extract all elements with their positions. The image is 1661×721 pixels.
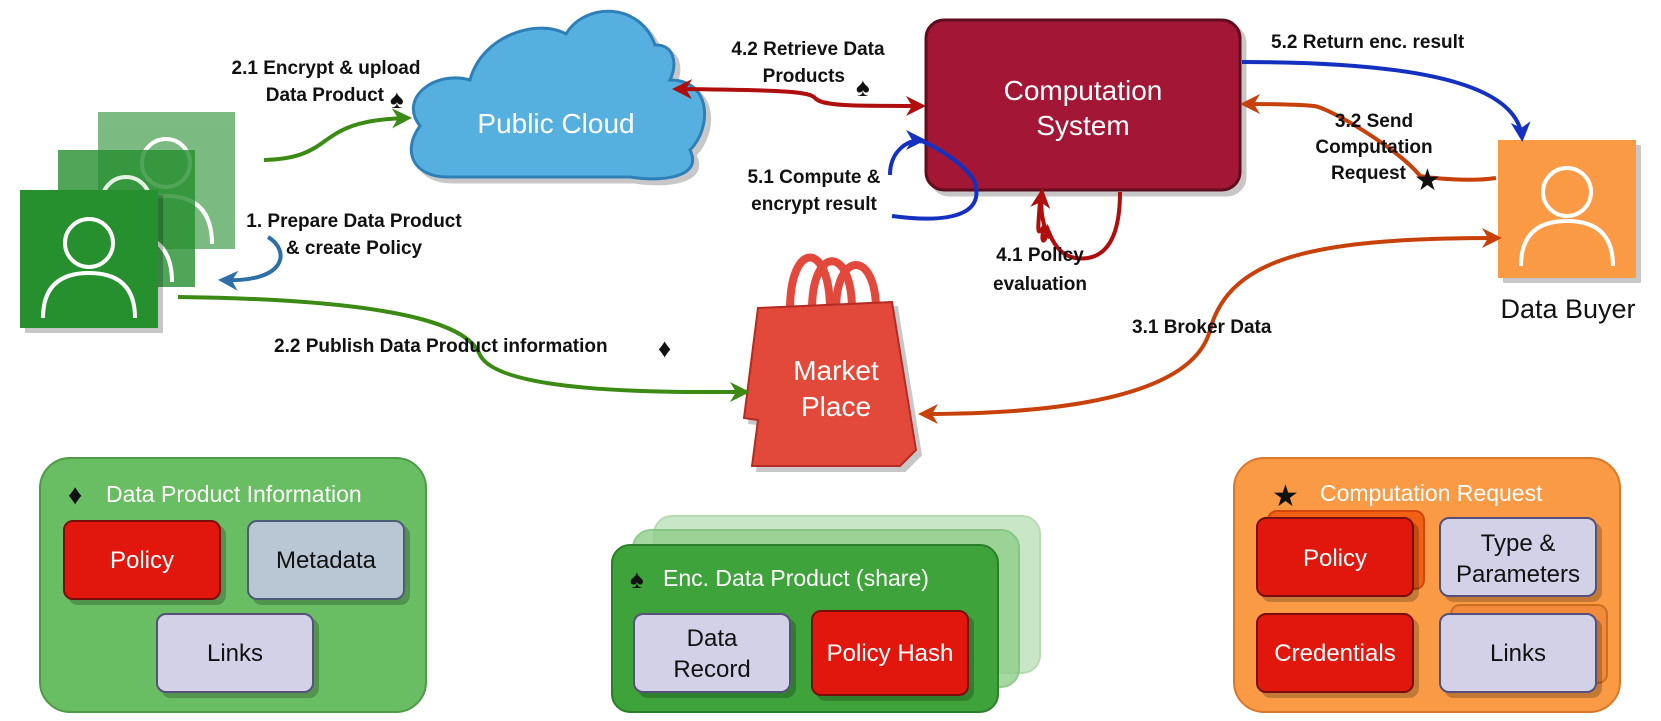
policy-hash-label: Policy Hash <box>827 640 954 667</box>
arrow-5-1-compute <box>891 138 979 221</box>
spade-symbol: ♠ <box>390 84 404 114</box>
shopping-bag-icon <box>742 253 918 467</box>
data-owner-group <box>20 112 235 328</box>
enc-data-product-panel: ♠ Enc. Data Product (share) Data Record … <box>611 515 1041 713</box>
data-owner-tile-front <box>20 190 158 328</box>
market-place-node: Market Place <box>742 253 918 467</box>
step-1-label-line2: & create Policy <box>286 238 423 259</box>
enc-data-product-title: Enc. Data Product (share) <box>663 565 929 591</box>
arrow-1-prepare <box>218 235 283 291</box>
data-record-label-line1: Data <box>687 625 738 652</box>
links-box-label: Links <box>1490 640 1546 667</box>
links-box-label: Links <box>207 640 263 667</box>
step-3-2-label-line2: Computation <box>1315 137 1432 158</box>
computation-label-line2: System <box>1036 110 1129 141</box>
spade-symbol: ♠ <box>630 564 644 594</box>
step-4-1-label-line1: 4.1 Policy <box>996 245 1084 266</box>
arrow-5-2-return <box>1241 60 1531 142</box>
spade-symbol: ♠ <box>856 72 870 102</box>
step-5-1-label-line2: encrypt result <box>751 194 877 215</box>
computation-request-panel: ★ Computation Request Policy Type & Para… <box>1233 457 1621 713</box>
step-4-2-label-line2: Products <box>763 66 845 87</box>
policy-box: Policy <box>63 520 221 600</box>
arrow-5-1-compute-head <box>888 130 926 176</box>
credentials-box: Credentials <box>1256 613 1414 693</box>
type-parameters-label-line2: Parameters <box>1456 561 1580 588</box>
step-4-2-label-line1: 4.2 Retrieve Data <box>731 39 885 60</box>
user-icon <box>1519 166 1615 267</box>
computation-label-line1: Computation <box>1004 75 1163 106</box>
public-cloud-node: Public Cloud <box>409 9 707 181</box>
step-4-1-label-line2: evaluation <box>993 274 1087 295</box>
data-record-label-line2: Record <box>673 656 750 683</box>
star-symbol: ★ <box>1272 480 1299 513</box>
type-parameters-box: Type & Parameters <box>1439 517 1597 597</box>
public-cloud-label: Public Cloud <box>477 108 634 139</box>
diamond-symbol: ♦ <box>68 479 82 510</box>
arrow-3-1-broker <box>918 228 1502 424</box>
step-1-label-line1: 1. Prepare Data Product <box>246 211 462 232</box>
credentials-box-label: Credentials <box>1274 640 1395 667</box>
cloud-icon <box>409 9 707 181</box>
type-parameters-label-line1: Type & <box>1481 530 1556 557</box>
arrow-3-2-request <box>1240 94 1497 182</box>
arrow-4-2-retrieve <box>672 79 926 116</box>
diamond-symbol: ♦ <box>658 333 671 363</box>
metadata-box: Metadata <box>247 520 405 600</box>
data-product-info-panel: ♦ Data Product Information Policy Metada… <box>39 457 427 713</box>
step-3-1-label: 3.1 Broker Data <box>1132 317 1272 338</box>
data-product-info-title: Data Product Information <box>106 481 362 507</box>
policy-box-label: Policy <box>1303 545 1367 572</box>
computation-request-title: Computation Request <box>1320 480 1543 506</box>
metadata-box-label: Metadata <box>276 547 377 574</box>
step-5-1-label-line1: 5.1 Compute & <box>747 167 880 188</box>
step-2-1-label-line2: Data Product <box>266 85 385 106</box>
data-record-box: Data Record <box>633 613 791 693</box>
arrow-2-1-upload <box>263 108 412 162</box>
market-label-line1: Market <box>793 355 879 386</box>
links-box: Links <box>156 613 314 693</box>
step-5-2-label: 5.2 Return enc. result <box>1271 32 1465 53</box>
market-label-line2: Place <box>801 391 871 422</box>
step-2-2-label: 2.2 Publish Data Product information <box>274 336 608 357</box>
policy-box: Policy <box>1256 510 1425 597</box>
policy-box-label: Policy <box>110 547 174 574</box>
step-3-2-label-line3: Request <box>1331 163 1407 184</box>
data-buyer-node: Data Buyer <box>1498 140 1636 324</box>
policy-hash-box: Policy Hash <box>811 610 969 696</box>
arrow-2-2-publish <box>177 295 750 403</box>
data-buyer-label: Data Buyer <box>1500 294 1635 324</box>
user-icon <box>41 217 137 319</box>
star-symbol: ★ <box>1414 164 1441 197</box>
step-3-2-label-line1: 3.2 Send <box>1335 111 1413 132</box>
step-2-1-label-line1: 2.1 Encrypt & upload <box>232 58 421 79</box>
computation-system-node: Computation System <box>924 18 1242 192</box>
links-box: Links <box>1439 604 1608 693</box>
